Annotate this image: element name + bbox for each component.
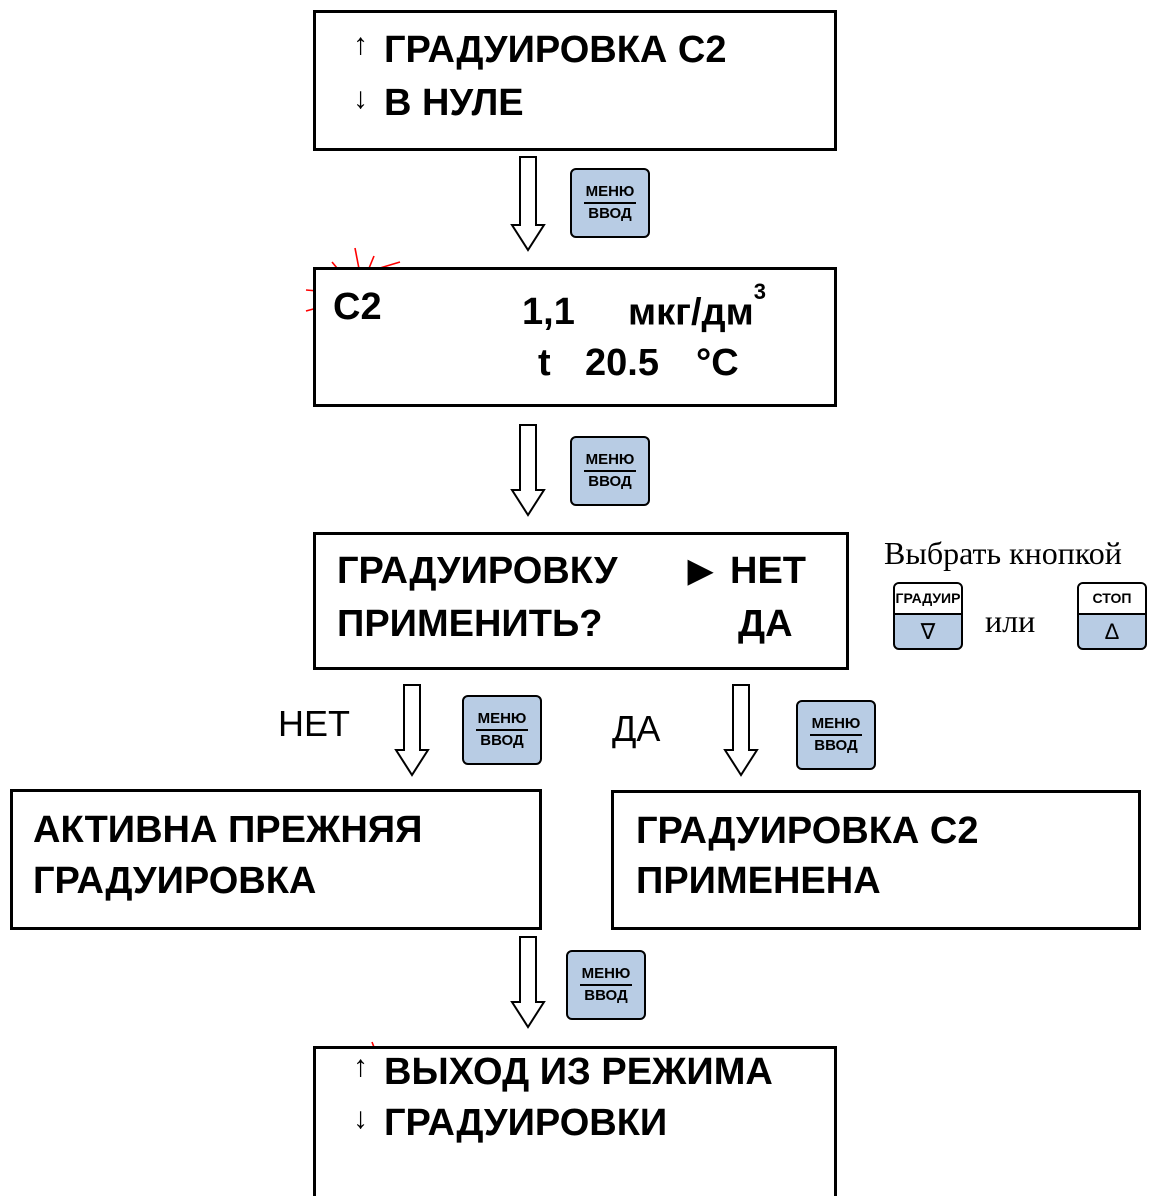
screen-exit-line2: ГРАДУИРОВКИ: [384, 1102, 668, 1144]
flow-arrow-2: [510, 424, 546, 517]
screen-measurement: [313, 267, 837, 407]
flow-arrow-no: [394, 684, 430, 777]
temperature-unit: °С: [696, 342, 739, 384]
screen-no-line1: АКТИВНА ПРЕЖНЯЯ: [33, 809, 423, 851]
menu-enter-key: МЕНЮ ВВОД: [570, 436, 650, 506]
screen1-line2: В НУЛЕ: [384, 82, 524, 124]
flow-arrow-1: [510, 156, 546, 252]
branch-yes-label: ДА: [612, 708, 661, 749]
branch-no-label: НЕТ: [278, 703, 350, 744]
temperature-prefix: t: [538, 342, 551, 384]
gradu-down-key: ГРАДУИР ∇: [893, 582, 963, 650]
menu-enter-key: МЕНЮ ВВОД: [570, 168, 650, 238]
screen-apply-calibration: [313, 532, 849, 670]
up-arrow-icon: ↑: [353, 28, 368, 61]
screen-yes-line1: ГРАДУИРОВКА С2: [636, 810, 979, 852]
flow-arrow-yes: [723, 684, 759, 777]
screen-previous-active: [10, 789, 542, 930]
unit-label: мкг/дм3: [628, 279, 766, 334]
option-no: НЕТ: [730, 550, 806, 592]
menu-enter-key: МЕНЮ ВВОД: [796, 700, 876, 770]
screen-calibration-c2-zero: [313, 10, 837, 151]
menu-enter-key: МЕНЮ ВВОД: [462, 695, 542, 765]
selection-pointer-icon: ▶: [688, 552, 713, 588]
up-triangle-icon: Δ: [1104, 619, 1120, 645]
screen-calibration-applied: [611, 790, 1141, 930]
screen-exit-calibration: [313, 1046, 837, 1196]
screen1-line1: ГРАДУИРОВКА С2: [384, 29, 727, 71]
hint-or: или: [985, 603, 1036, 639]
measured-value: 1,1: [522, 291, 575, 333]
screen-yes-line2: ПРИМЕНЕНА: [636, 860, 881, 902]
menu-enter-key: МЕНЮ ВВОД: [566, 950, 646, 1020]
temperature-value: 20.5: [585, 342, 659, 384]
screen3-line1: ГРАДУИРОВКУ: [337, 550, 618, 592]
down-arrow-icon: ↓: [353, 82, 368, 115]
screen-no-line2: ГРАДУИРОВКА: [33, 860, 317, 902]
hint-text: Выбрать кнопкой: [884, 535, 1122, 571]
option-yes: ДА: [738, 603, 793, 645]
up-arrow-icon: ↑: [353, 1050, 368, 1083]
channel-label: С2: [333, 286, 382, 328]
down-arrow-icon: ↓: [353, 1102, 368, 1135]
flow-arrow-3: [510, 936, 546, 1029]
screen3-line2: ПРИМЕНИТЬ?: [337, 603, 603, 645]
down-triangle-icon: ∇: [920, 619, 936, 645]
stop-up-key: СТОП Δ: [1077, 582, 1147, 650]
screen-exit-line1: ВЫХОД ИЗ РЕЖИМА: [384, 1051, 773, 1093]
